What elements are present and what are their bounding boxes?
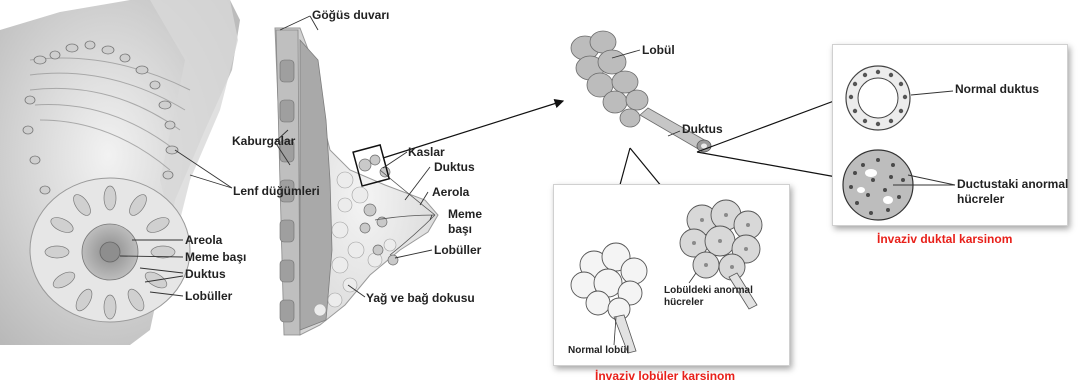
abnormal-lobule-cells-label-line1: Lobüldeki anormal <box>664 285 753 297</box>
nipple-label-side-line2: başı <box>448 223 472 237</box>
ductal-carcinoma-panel: Normal duktus Ductustaki anormal hücrele… <box>832 44 1068 226</box>
normal-lobule-label: Normal lobül <box>568 345 629 357</box>
ribs-label: Kaburgalar <box>232 135 295 149</box>
abnormal-duct-cells-label-line1: Ductustaki anormal <box>957 178 1068 192</box>
nipple-label: Meme başı <box>185 251 246 265</box>
lobules-label-front: Lobüller <box>185 290 232 304</box>
normal-duct-label: Normal duktus <box>955 83 1039 97</box>
abnormal-lobule-cells-label-line2: hücreler <box>664 297 703 309</box>
abnormal-duct-cells-label-line2: hücreler <box>957 193 1004 207</box>
lobular-carcinoma-panel: Normal lobül Lobüldeki anormal hücreler <box>553 184 790 366</box>
duct-label-detail: Duktus <box>682 123 723 137</box>
lobules-label-side: Lobüller <box>434 244 481 258</box>
ductal-carcinoma-caption: İnvaziv duktal karsinom <box>877 233 1012 247</box>
nipple-label-side-line1: Meme <box>448 208 482 222</box>
muscles-label: Kaslar <box>408 146 445 160</box>
lobule-label: Lobül <box>642 44 675 58</box>
areola-label-side: Aerola <box>432 186 469 200</box>
duct-illustrations <box>833 45 1067 225</box>
ducts-label-front: Duktus <box>185 268 226 282</box>
lobule-illustrations <box>554 185 789 365</box>
fat-tissue-label: Yağ ve bağ dokusu <box>366 292 475 306</box>
lymph-nodes-label: Lenf düğümleri <box>233 185 320 199</box>
areola-label: Areola <box>185 234 222 248</box>
chest-wall-label: Göğüs duvarı <box>312 9 389 23</box>
ducts-label-side: Duktus <box>434 161 475 175</box>
lobular-carcinoma-caption: İnvaziv lobüler karsinom <box>595 370 735 384</box>
